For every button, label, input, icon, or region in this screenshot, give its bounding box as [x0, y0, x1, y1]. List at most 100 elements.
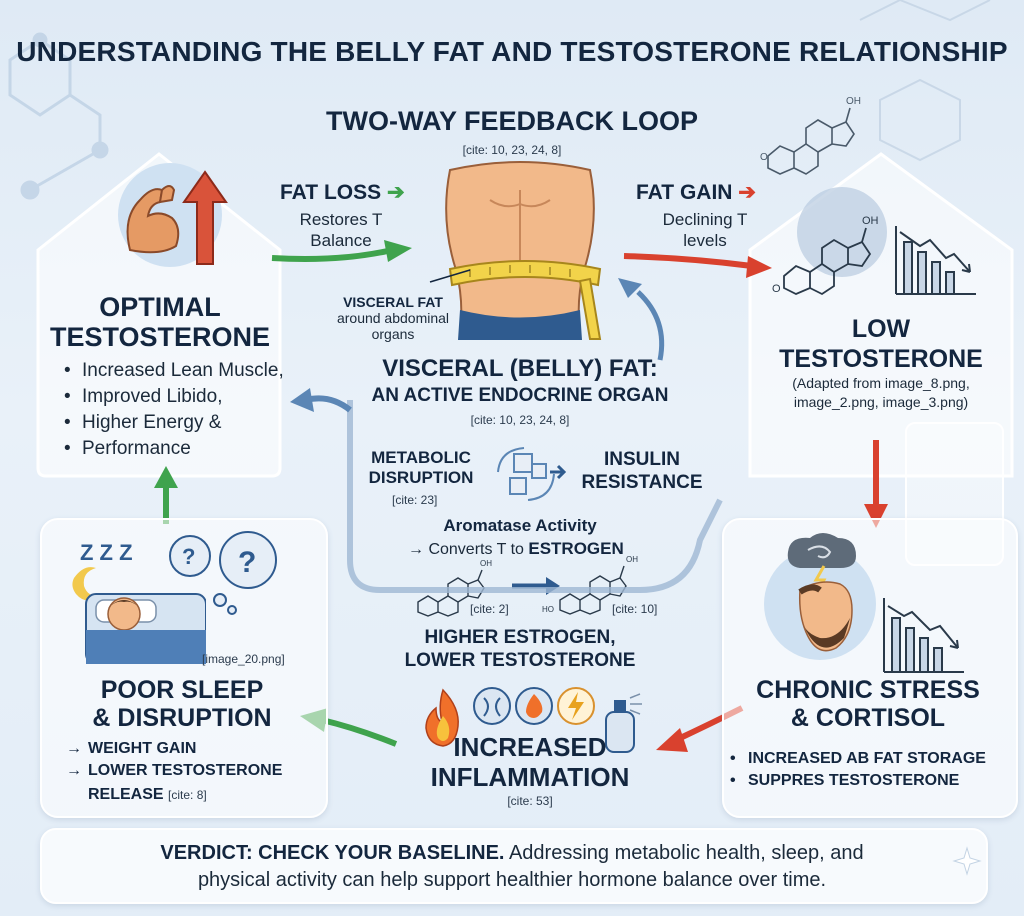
visceral-callout-line1: VISCERAL FAT [343, 294, 443, 310]
optimal-benefit-item: Increased Lean Muscle, [62, 358, 292, 384]
stress-title-line2: & CORTISOL [790, 704, 946, 732]
higher-estrogen-label: HIGHER ESTROGEN, LOWER TESTOSTERONE [380, 626, 660, 672]
stress-to-inflammation-arrowhead [656, 728, 688, 752]
fat-gain-label: FAT GAIN ➔ [636, 180, 756, 205]
optimal-benefit-text: Performance [82, 438, 191, 459]
fat-loss-arrowhead [384, 240, 412, 262]
stress-effects-list: INCREASED AB FAT STORAGE SUPPRES TESTOST… [728, 748, 1012, 792]
inflammation-title: INCREASED INFLAMMATION [400, 732, 660, 792]
fat-gain-text: FAT GAIN [636, 181, 733, 204]
page-title: UNDERSTANDING THE BELLY FAT AND TESTOSTE… [16, 36, 1008, 67]
right-arrow-icon: → [408, 541, 429, 558]
svg-text:OH: OH [626, 555, 638, 564]
verdict-box [40, 828, 988, 904]
sleep-cite: [cite: 8] [168, 788, 207, 802]
higher-estrogen-line1: HIGHER ESTROGEN, [424, 627, 616, 648]
visceral-callout-pointer [429, 269, 471, 283]
metabolic-cite: [cite: 23] [392, 493, 438, 507]
up-arrow-icon [182, 170, 228, 265]
loop-heading: TWO-WAY FEEDBACK LOOP [325, 106, 698, 136]
fat-loss-label: FAT LOSS ➔ [280, 180, 405, 205]
decline-chart-icon [895, 226, 976, 295]
low-note-line2: image_2.png, image_3.png) [793, 394, 969, 410]
sleep-release-line: RELEASE [cite: 8] [88, 786, 207, 804]
optimal-benefit-item: Performance [62, 436, 292, 462]
cite-10: [cite: 10] [612, 602, 658, 616]
fat-loss-text: FAT LOSS [280, 181, 382, 204]
svg-text:O: O [772, 283, 781, 295]
converts-label: → Converts T to ESTROGEN [408, 539, 624, 559]
insulin-line1: INSULIN [604, 449, 680, 470]
fat-gain-arrowhead [746, 256, 772, 278]
optimal-title-line2: TESTOSTERONE [49, 322, 271, 352]
stress-title: CHRONIC STRESS & CORTISOL [726, 676, 1010, 732]
flame-circle-icon [515, 687, 553, 725]
inflammation-title-line1: INCREASED [453, 732, 607, 762]
visceral-callout-line2: around abdominal [336, 310, 450, 326]
inflammation-to-sleep-arrow [321, 717, 398, 747]
sleep-title-line1: POOR SLEEP [100, 676, 264, 704]
fat-gain-arrow [623, 253, 753, 269]
fire-icon [425, 688, 459, 747]
thought-bubbles-icon: ? ? [169, 531, 277, 615]
optimal-benefit-item: Higher Energy & [62, 410, 292, 436]
inflammation-icons-row [473, 687, 642, 753]
low-title: LOW TESTOSTERONE [756, 314, 1006, 374]
estrogen-molecule-icon: OH HO [542, 555, 638, 615]
metabolic-line2: DISRUPTION [368, 468, 474, 487]
svg-text:O: O [760, 152, 768, 163]
insulin-resistance-label: INSULIN RESISTANCE [572, 448, 712, 494]
sleep-effect-item: WEIGHT GAIN [66, 738, 326, 760]
svg-text:HO: HO [542, 605, 554, 614]
green-arrow-icon: ➔ [381, 181, 405, 204]
synapse-icon [473, 687, 511, 725]
svg-text:OH: OH [480, 559, 492, 568]
cube-cycle-icon [497, 447, 567, 501]
visceral-fat-callout: VISCERAL FAT around abdominal organs [318, 294, 468, 342]
optimal-benefit-item: Improved Libido, [62, 384, 292, 410]
estrogen-text: ESTROGEN [528, 539, 624, 558]
stress-title-line1: CHRONIC STRESS [756, 676, 980, 704]
verdict-line1: VERDICT: CHECK YOUR BASELINE. Addressing… [50, 840, 974, 867]
fat-gain-desc: Declining T levels [640, 209, 770, 251]
fat-gain-desc-line2: levels [683, 231, 727, 250]
center-title-line1: VISCERAL (BELLY) FAT: [382, 355, 658, 382]
sleep-title: POOR SLEEP & DISRUPTION [44, 676, 320, 732]
verdict-line2: physical activity can help support healt… [197, 869, 827, 891]
blue-arrowhead-up [618, 278, 642, 298]
stress-effect-item: SUPPRES TESTOSTERONE [728, 770, 1012, 792]
visceral-callout-line3: organs [371, 326, 415, 342]
lightning-icon [557, 687, 595, 725]
sleep-title-line2: & DISRUPTION [92, 704, 272, 732]
stress-decline-chart-icon [883, 598, 964, 673]
inflammation-title-line2: INFLAMMATION [430, 762, 630, 792]
sleeping-man-icon: Z Z Z [72, 540, 206, 664]
stress-effect-item: INCREASED AB FAT STORAGE [728, 748, 1012, 770]
low-source-note: (Adapted from image_8.png, image_2.png, … [756, 374, 1006, 412]
fat-loss-arrow [271, 247, 393, 262]
blue-arrow-up [636, 290, 665, 361]
sleep-effects-list: WEIGHT GAIN LOWER TESTOSTERONE [66, 738, 326, 782]
metabolic-disruption-label: METABOLIC DISRUPTION [356, 448, 486, 488]
insulin-line2: RESISTANCE [581, 472, 703, 493]
aromatase-label: Aromatase Activity [443, 516, 597, 535]
fat-loss-desc-line2: Balance [310, 231, 372, 250]
low-to-stress-arrowhead [864, 504, 888, 528]
low-t-molecule-icon: OH O [772, 187, 887, 296]
verdict-text-part1: Addressing metabolic health, sleep, and [504, 842, 864, 864]
fat-loss-desc: Restores T Balance [276, 209, 406, 251]
sleep-to-optimal-arrowhead [154, 466, 178, 488]
stressed-man-icon [764, 533, 876, 660]
fat-gain-desc-line1: Declining T [662, 210, 748, 229]
low-title-line1: LOW [851, 315, 911, 343]
verdict-label: VERDICT: CHECK YOUR BASELINE. [160, 842, 505, 864]
verdict-text: VERDICT: CHECK YOUR BASELINE. Addressing… [50, 840, 974, 894]
sleep-effect-item: LOWER TESTOSTERONE [66, 760, 326, 782]
higher-estrogen-line2: LOWER TESTOSTERONE [404, 650, 636, 671]
torso-icon [445, 161, 595, 340]
cite-2: [cite: 2] [470, 602, 509, 616]
red-arrow-icon: ➔ [732, 181, 756, 204]
optimal-title: OPTIMAL TESTOSTERONE [40, 292, 280, 352]
testosterone-molecule-icon: OH [417, 559, 492, 617]
